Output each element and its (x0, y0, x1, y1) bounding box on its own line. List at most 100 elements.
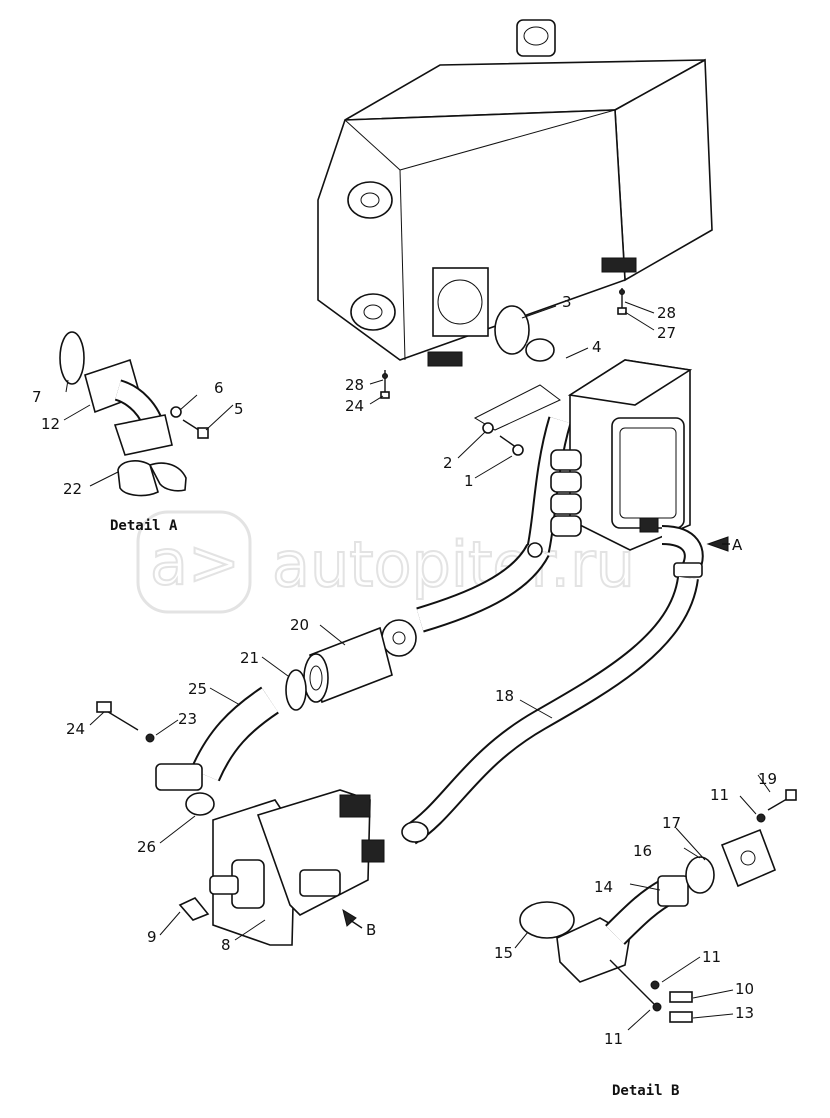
filter-housing-top (567, 359, 693, 406)
filler-cap-ring (523, 26, 549, 46)
callout-9: 9 (147, 928, 157, 946)
arrow-b-icon (342, 908, 357, 927)
filter-cartridge-icon (550, 471, 582, 493)
callout-12: 12 (41, 415, 60, 433)
bolt-27-28-assembly (617, 288, 627, 315)
callout-numbers: 3 4 28 27 28 24 2 1 6 5 7 12 22 20 21 25… (32, 293, 777, 1048)
detail-a-caption: Detail A (110, 518, 178, 534)
tank-edge-line (399, 169, 406, 361)
callout-1: 1 (464, 472, 474, 490)
tank-outlet-port-icon (432, 267, 489, 337)
bolt-5-icon (197, 427, 209, 439)
bolt-10-13-line (609, 959, 661, 1011)
watermark: a> autopiter.ru (136, 510, 636, 614)
callout-23: 23 (178, 710, 197, 728)
callout-18: 18 (495, 687, 514, 705)
hydraulic-tank (317, 19, 713, 367)
bolt-24-28-assembly (380, 370, 390, 399)
callout-5: 5 (234, 400, 244, 418)
callout-20: 20 (290, 616, 309, 634)
washer-2-icon (482, 422, 494, 434)
callout-3: 3 (562, 293, 572, 311)
callout-17: 17 (662, 814, 681, 832)
callout-28: 28 (657, 304, 676, 322)
half-clamp-22b-icon (148, 462, 187, 492)
gasket-3-icon (494, 305, 530, 355)
washer-11-icon (650, 980, 660, 990)
filler-cap-icon (516, 19, 556, 57)
o-ring-26-icon (185, 792, 215, 816)
bolt-24-23-assembly (96, 701, 155, 743)
tank-upper-flange-icon (347, 181, 393, 219)
flange-17-icon (720, 828, 777, 888)
callout-21: 21 (240, 649, 259, 667)
pump-port-b-icon (361, 839, 385, 863)
callout-11: 11 (604, 1030, 623, 1048)
tank-edge-line (399, 109, 616, 171)
o-ring-15-icon (519, 901, 575, 939)
callout-14: 14 (594, 878, 613, 896)
view-label-b: B (366, 921, 376, 939)
gasket-21-icon (285, 669, 307, 711)
half-clamp-22-icon (117, 460, 159, 497)
detail-b-caption: Detail B (612, 1083, 679, 1099)
callout-25: 25 (188, 680, 207, 698)
filter-cover-icon (611, 417, 685, 529)
detail-b-assembly (519, 789, 797, 1023)
callout-11: 11 (702, 948, 721, 966)
hose-20 (303, 626, 393, 704)
callout-16: 16 (633, 842, 652, 860)
hose-end-fitting-icon (401, 821, 429, 843)
elbow-14-flange (657, 875, 689, 907)
callout-19: 19 (758, 770, 777, 788)
pipe-junction-icon (527, 542, 543, 558)
watermark-logo-glyph: a> (150, 526, 240, 599)
callout-6: 6 (214, 379, 224, 397)
detail-a-assembly (59, 331, 209, 497)
callout-26: 26 (137, 838, 156, 856)
watermark-brand-text: autopiter.ru (272, 528, 635, 601)
callout-27: 27 (657, 324, 676, 342)
elbow-fitting-a (661, 525, 704, 578)
gasket-9-icon (178, 897, 210, 921)
bolt-10-icon (669, 991, 693, 1003)
tank-edge-line (344, 119, 401, 171)
bolt-1-icon (512, 444, 524, 456)
washer-23-icon (145, 733, 155, 743)
filter-cartridge-icon (550, 515, 582, 537)
leader-lines (63, 301, 771, 1031)
callout-2: 2 (443, 454, 453, 472)
view-arrows (342, 536, 730, 929)
callout-15: 15 (494, 944, 513, 962)
watermark-logo-frame (136, 510, 252, 614)
callout-4: 4 (592, 338, 602, 356)
tank-mount-foot-icon (427, 351, 463, 367)
pipe-flange-icon (381, 619, 417, 657)
pump-body (256, 789, 371, 916)
hose-clamp-icon (525, 338, 555, 362)
filter-port-icon (639, 517, 659, 533)
o-ring-7-icon (59, 331, 85, 385)
bolt-19-icon (785, 789, 797, 801)
filter-cartridge-icon (550, 493, 582, 515)
callout-11: 11 (710, 786, 729, 804)
split-flange-b-icon (556, 917, 631, 983)
washer-11-icon (756, 813, 766, 823)
callout-24: 24 (66, 720, 85, 738)
o-ring-16-icon (685, 856, 715, 894)
bolt-13-icon (669, 1011, 693, 1023)
pump-outlet-fitting (299, 869, 341, 897)
callout-10: 10 (735, 980, 754, 998)
callout-24: 24 (345, 397, 364, 415)
filter-cartridge-icon (550, 449, 582, 471)
callout-8: 8 (221, 936, 231, 954)
callout-28: 28 (345, 376, 364, 394)
pump-shaft-icon (209, 875, 239, 895)
pipe-25-flange-icon (155, 763, 203, 791)
pump-head-icon (339, 794, 371, 818)
washer-11-icon (652, 1002, 662, 1012)
outlet-port-ring (437, 279, 483, 325)
hydraulic-pump (209, 789, 385, 946)
